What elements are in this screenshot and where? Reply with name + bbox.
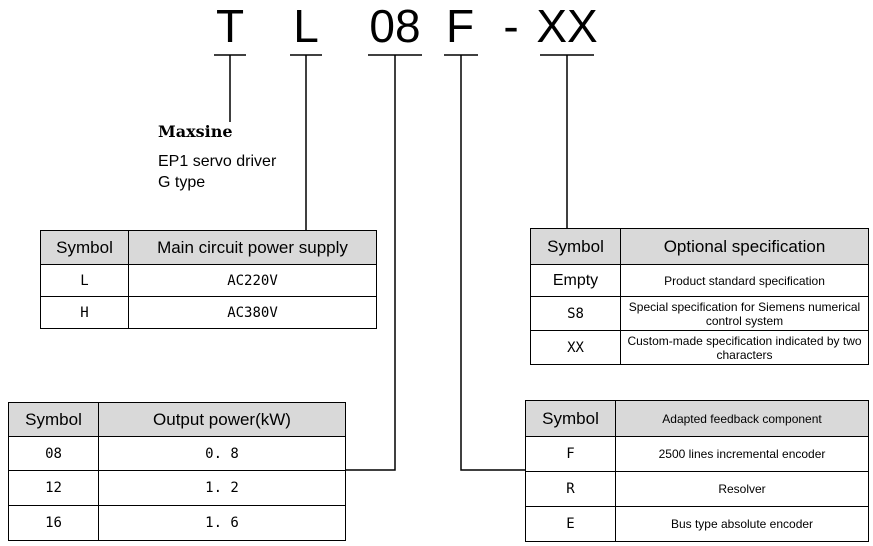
optional-spec-table: Symbol Optional specification Empty Prod…: [530, 228, 869, 365]
cell-symbol: XX: [530, 330, 621, 365]
cell-symbol: 08: [8, 436, 99, 471]
code-letter-feedback: F: [445, 0, 475, 52]
table-header-row: Symbol Main circuit power supply: [40, 230, 377, 265]
table-row: H AC380V: [40, 296, 377, 329]
table-row: Empty Product standard specification: [530, 264, 869, 297]
code-separator: -: [503, 0, 519, 52]
code-letter-optional: XX: [536, 0, 598, 52]
cell-value: 1. 2: [98, 470, 346, 506]
cell-value: AC220V: [128, 264, 377, 297]
cell-symbol: H: [40, 296, 129, 329]
table-header-row: Symbol Output power(kW): [8, 402, 346, 437]
power-supply-table: Symbol Main circuit power supply L AC220…: [40, 230, 377, 329]
code-letter-power-supply: L: [293, 0, 319, 52]
cell-value: 1. 6: [98, 505, 346, 541]
table-header-row: Symbol Adapted feedback component: [525, 400, 869, 437]
cell-value: Custom-made specification indicated by t…: [620, 330, 869, 365]
connector-feedback: [460, 55, 525, 471]
cell-value: Resolver: [615, 471, 869, 507]
cell-symbol: Empty: [530, 264, 621, 297]
product-line-1: EP1 servo driver: [158, 153, 277, 170]
cell-value: 2500 lines incremental encoder: [615, 436, 869, 472]
table-row: R Resolver: [525, 471, 869, 507]
brand-name: Maxsine: [158, 122, 233, 141]
cell-symbol: 12: [8, 470, 99, 506]
table-row: 08 0. 8: [8, 436, 346, 471]
cell-symbol: F: [525, 436, 616, 472]
output-power-table: Symbol Output power(kW) 08 0. 8 12 1. 2 …: [8, 402, 346, 541]
table-row: XX Custom-made specification indicated b…: [530, 330, 869, 365]
code-letter-series: T: [215, 0, 245, 52]
cell-symbol: E: [525, 506, 616, 542]
cell-value: Special specification for Siemens numeri…: [620, 296, 869, 331]
header-feedback: Adapted feedback component: [615, 400, 869, 437]
header-power-supply: Main circuit power supply: [128, 230, 377, 265]
cell-symbol: 16: [8, 505, 99, 541]
table-row: L AC220V: [40, 264, 377, 297]
header-symbol: Symbol: [530, 228, 621, 265]
table-row: S8 Special specification for Siemens num…: [530, 296, 869, 331]
header-symbol: Symbol: [8, 402, 99, 437]
cell-symbol: S8: [530, 296, 621, 331]
table-header-row: Symbol Optional specification: [530, 228, 869, 265]
table-row: 16 1. 6: [8, 505, 346, 541]
connector-output-power: [345, 55, 396, 471]
cell-value: AC380V: [128, 296, 377, 329]
feedback-table: Symbol Adapted feedback component F 2500…: [525, 400, 869, 542]
product-line-2: G type: [158, 174, 206, 191]
table-row: E Bus type absolute encoder: [525, 506, 869, 542]
cell-value: Bus type absolute encoder: [615, 506, 869, 542]
table-row: 12 1. 2: [8, 470, 346, 506]
header-optional-spec: Optional specification: [620, 228, 869, 265]
table-row: F 2500 lines incremental encoder: [525, 436, 869, 472]
header-symbol: Symbol: [525, 400, 616, 437]
cell-value: 0. 8: [98, 436, 346, 471]
cell-value: Product standard specification: [620, 264, 869, 297]
cell-symbol: R: [525, 471, 616, 507]
header-output-power: Output power(kW): [98, 402, 346, 437]
header-symbol: Symbol: [40, 230, 129, 265]
code-letter-output-power: 08: [369, 0, 421, 52]
cell-symbol: L: [40, 264, 129, 297]
